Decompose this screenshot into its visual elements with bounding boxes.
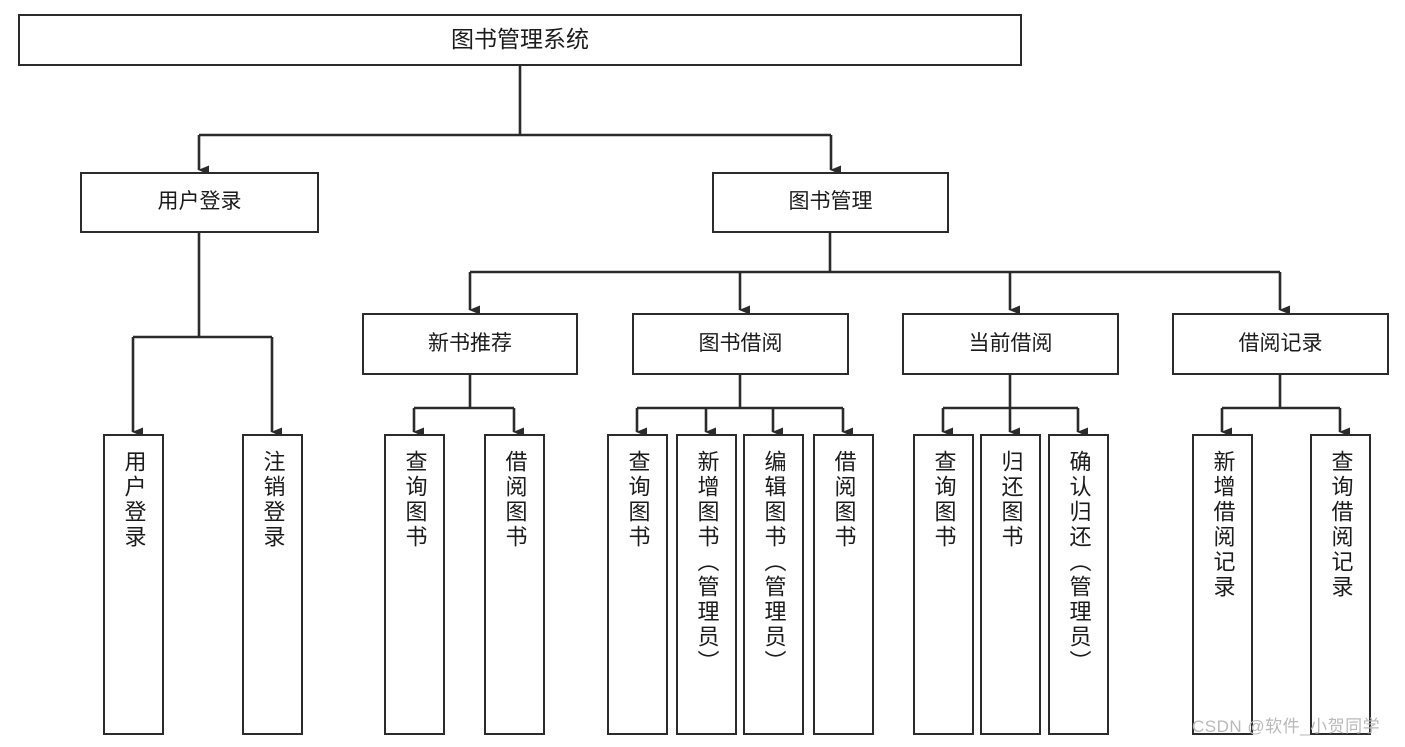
edges-newbook-to-leaves [412, 375, 524, 437]
node-label: 新增借阅记录 [1210, 450, 1236, 600]
leaf-query-book-recommend[interactable]: 查询图书 [384, 434, 445, 735]
node-label: 归还图书 [998, 450, 1024, 550]
leaf-return-book[interactable]: 归还图书 [980, 434, 1041, 735]
edges-userlogin-to-leaves [131, 233, 282, 437]
node-label: 查询图书 [625, 450, 651, 550]
leaf-borrow-book-recommend[interactable]: 借阅图书 [484, 434, 545, 735]
edges-root-to-level1 [197, 66, 841, 175]
edges-bookmanage-to-level2 [468, 233, 1290, 315]
leaf-edit-book-admin[interactable]: 编辑图书（管理员） [743, 434, 804, 735]
node-label: 确认归还（管理员） [1066, 450, 1092, 675]
node-label: 借阅记录 [1238, 331, 1323, 355]
leaf-query-borrow-record[interactable]: 查询借阅记录 [1310, 434, 1371, 735]
edges-bookborrow-to-leaves [635, 375, 853, 437]
node-label: 注销登录 [260, 450, 286, 550]
node-label: 当前借阅 [968, 331, 1053, 355]
node-label: 借阅图书 [502, 450, 528, 550]
node-label: 查询图书 [931, 450, 957, 550]
node-label: 编辑图书（管理员） [761, 450, 787, 675]
node-label: 用户登录 [121, 450, 147, 550]
node-label: 图书管理系统 [451, 26, 589, 53]
node-borrow-record[interactable]: 借阅记录 [1172, 313, 1389, 375]
node-user-login[interactable]: 用户登录 [80, 172, 319, 233]
leaf-query-book-borrow[interactable]: 查询图书 [607, 434, 668, 735]
node-label: 查询借阅记录 [1328, 450, 1354, 600]
leaf-query-book-current[interactable]: 查询图书 [913, 434, 974, 735]
leaf-add-borrow-record[interactable]: 新增借阅记录 [1192, 434, 1253, 735]
edges-currentborrow-to-leaves [941, 375, 1088, 437]
leaf-logout-login[interactable]: 注销登录 [242, 434, 303, 735]
node-root-book-management-system[interactable]: 图书管理系统 [18, 14, 1022, 66]
node-label: 查询图书 [402, 450, 428, 550]
leaf-add-book-admin[interactable]: 新增图书（管理员） [676, 434, 737, 735]
node-label: 新增图书（管理员） [694, 450, 720, 675]
node-label: 图书管理 [788, 190, 873, 214]
node-label: 图书借阅 [698, 331, 783, 355]
leaf-confirm-return-admin[interactable]: 确认归还（管理员） [1048, 434, 1109, 735]
node-new-book-recommend[interactable]: 新书推荐 [362, 313, 578, 375]
node-label: 新书推荐 [428, 331, 512, 355]
edges-borrowrecord-to-leaves [1220, 375, 1350, 437]
leaf-user-login[interactable]: 用户登录 [103, 434, 164, 735]
csdn-watermark: CSDN @软件_小贺同学 [1192, 717, 1381, 736]
node-book-borrow[interactable]: 图书借阅 [632, 313, 849, 375]
node-current-borrow[interactable]: 当前借阅 [902, 313, 1119, 375]
leaf-borrow-book[interactable]: 借阅图书 [813, 434, 874, 735]
node-label: 借阅图书 [831, 450, 857, 550]
node-book-management[interactable]: 图书管理 [712, 172, 949, 233]
node-label: 用户登录 [157, 190, 242, 214]
